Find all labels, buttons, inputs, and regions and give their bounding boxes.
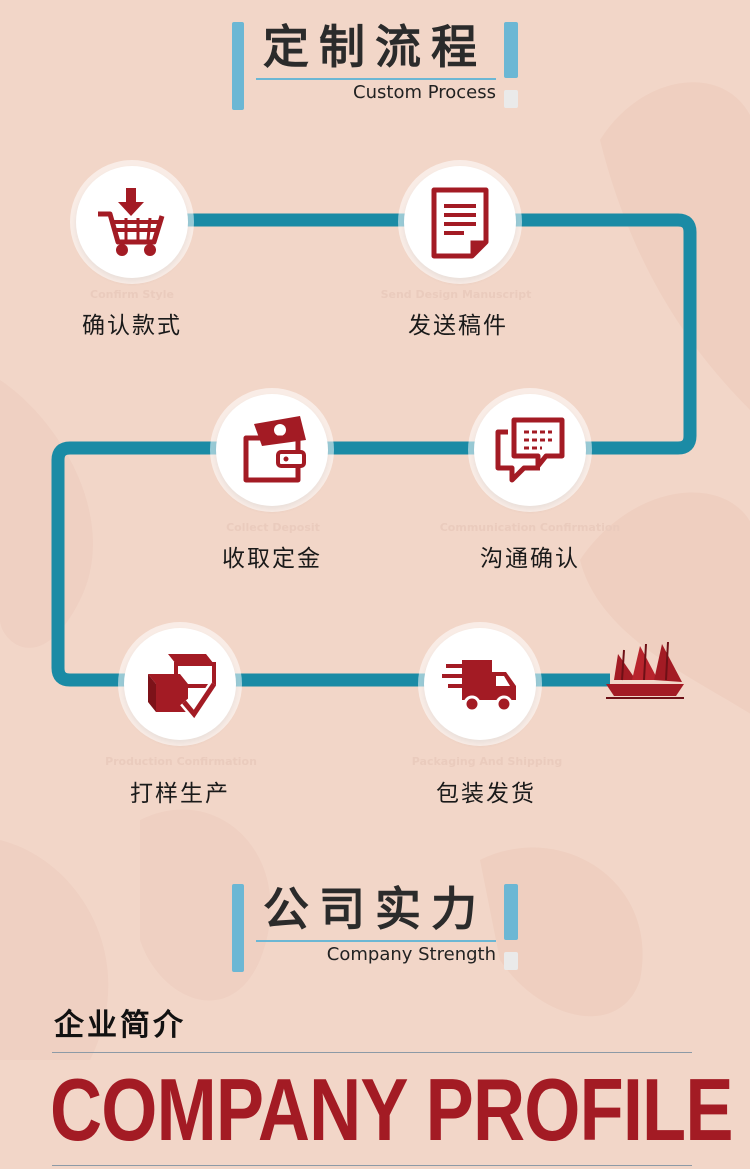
step-5-en: Production Confirmation xyxy=(105,755,257,768)
profile-title-en: COMPANY PROFILE xyxy=(50,1060,733,1159)
heading-bar-right-small xyxy=(504,952,518,970)
step-1-cn: 确认款式 xyxy=(82,313,182,339)
profile-rule-top xyxy=(52,1052,692,1053)
wallet-icon xyxy=(243,416,306,483)
heading-bar-left xyxy=(232,22,244,110)
heading-bar-right xyxy=(504,22,518,78)
heading-divider xyxy=(256,940,496,942)
profile-rule-bottom xyxy=(52,1165,692,1166)
boxes-check-icon xyxy=(148,654,219,723)
heading-title-en: Custom Process xyxy=(353,82,496,103)
delivery-truck-icon xyxy=(442,660,516,713)
heading-bar-right-small xyxy=(504,90,518,108)
step-confirm-style xyxy=(76,166,188,278)
heading-title-en: Company Strength xyxy=(326,944,496,965)
step-4-cn: 沟通确认 xyxy=(480,546,580,572)
step-collect-deposit xyxy=(216,394,328,506)
shopping-cart-icon xyxy=(98,188,165,256)
heading-title-cn: 定制流程 xyxy=(263,20,487,74)
section-heading-custom-process: 定制流程 Custom Process xyxy=(232,20,518,112)
step-6-cn: 包装发货 xyxy=(436,781,536,807)
profile-title-cn: 企业简介 xyxy=(54,1008,186,1043)
chat-icon xyxy=(495,417,565,483)
step-communication xyxy=(474,394,586,506)
heading-divider xyxy=(256,78,496,80)
process-path xyxy=(51,213,697,687)
step-production xyxy=(124,628,236,740)
heading-bar-right xyxy=(504,884,518,940)
step-2-en: Send Design Manuscript xyxy=(380,288,532,301)
step-3-cn: 收取定金 xyxy=(222,546,322,572)
heading-title-cn: 公司实力 xyxy=(263,882,487,936)
step-1-en: Confirm Style xyxy=(90,288,174,301)
sailing-ship-icon xyxy=(606,641,684,699)
step-6-en: Packaging And Shipping xyxy=(411,755,563,768)
section-heading-company-strength: 公司实力 Company Strength xyxy=(232,882,518,974)
step-5-cn: 打样生产 xyxy=(130,781,230,807)
document-icon xyxy=(431,187,489,259)
heading-bar-left xyxy=(232,884,244,972)
step-3-en: Collect Deposit xyxy=(226,521,320,534)
step-send-design xyxy=(404,166,516,278)
step-4-en: Communication Confirmation xyxy=(439,521,621,534)
step-shipping xyxy=(424,628,536,740)
step-2-cn: 发送稿件 xyxy=(408,313,508,339)
